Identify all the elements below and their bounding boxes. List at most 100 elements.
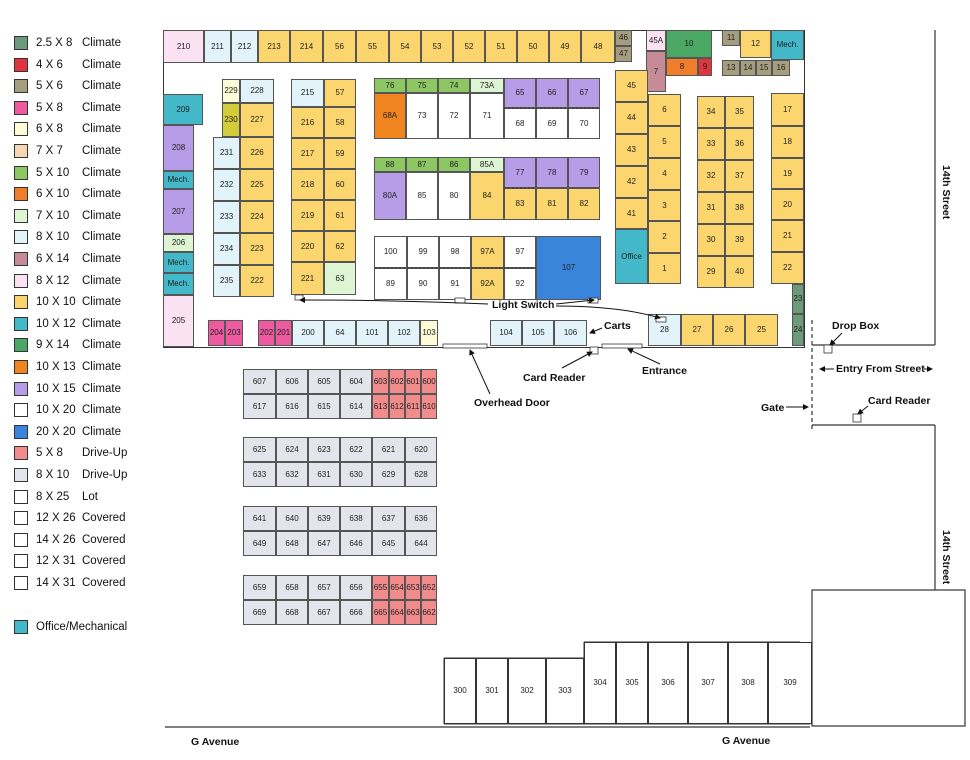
storage-unit: 664: [389, 600, 405, 625]
storage-unit: 27: [681, 314, 713, 346]
storage-unit: 16: [772, 60, 790, 76]
storage-unit: 68A: [374, 93, 406, 139]
legend-swatch: [14, 165, 28, 180]
light-switch-label: Light Switch: [492, 299, 555, 311]
storage-unit: 615: [308, 394, 340, 419]
storage-unit: 629: [372, 462, 405, 487]
legend-size: 8 X 10: [36, 469, 70, 481]
storage-unit: 100: [374, 236, 407, 268]
storage-unit: 4: [648, 158, 681, 190]
storage-unit: 24: [792, 314, 804, 346]
storage-unit: 656: [340, 575, 372, 600]
storage-unit: 73A: [470, 78, 504, 93]
storage-unit: 73: [406, 93, 438, 139]
storage-unit: 86: [438, 157, 470, 172]
legend-type: Climate: [82, 382, 121, 395]
storage-unit: 224: [240, 201, 274, 233]
storage-unit: 9: [698, 58, 712, 76]
storage-unit: 77: [504, 157, 536, 188]
legend-type: Climate: [82, 166, 121, 179]
storage-unit: 42: [615, 166, 648, 198]
storage-unit: 87: [406, 157, 438, 172]
storage-unit: 657: [308, 575, 340, 600]
storage-unit: 80: [438, 172, 470, 220]
storage-unit: 12: [740, 30, 771, 58]
legend-size: 6 X 14: [36, 253, 70, 265]
storage-unit: 222: [240, 265, 274, 297]
storage-unit: 652: [421, 575, 437, 600]
storage-unit: 46: [615, 30, 632, 46]
storage-unit: 56: [323, 30, 356, 63]
storage-unit: 301: [476, 658, 508, 724]
storage-unit: 3: [648, 190, 681, 221]
legend-swatch: [14, 295, 28, 310]
legend-type: Climate: [82, 274, 121, 287]
storage-unit: 58: [324, 107, 356, 138]
storage-unit: 638: [340, 506, 372, 531]
storage-unit: 205: [163, 295, 194, 347]
legend-swatch: [14, 187, 28, 202]
legend-size: 10 X 13: [36, 361, 76, 373]
storage-unit: 98: [439, 236, 471, 268]
storage-unit: 640: [276, 506, 308, 531]
storage-unit: 55: [356, 30, 389, 63]
storage-unit: 62: [324, 231, 356, 262]
legend-swatch: [14, 489, 28, 504]
storage-unit: 216: [291, 107, 324, 138]
storage-unit: 74: [438, 78, 470, 93]
storage-unit: 653: [405, 575, 421, 600]
legend-type: Climate: [82, 339, 121, 352]
storage-unit: 669: [243, 600, 276, 625]
gate-label: Gate: [761, 402, 785, 414]
storage-unit: 667: [308, 600, 340, 625]
storage-unit: 36: [725, 128, 754, 160]
storage-unit: 613: [372, 394, 389, 419]
legend-type: Covered: [82, 533, 126, 546]
storage-unit: 225: [240, 169, 274, 201]
storage-unit: 230: [222, 103, 240, 137]
storage-unit: 207: [163, 189, 194, 234]
legend-office-label: Office/Mechanical: [36, 621, 128, 633]
storage-unit: 11: [722, 30, 740, 46]
storage-unit: 200: [292, 320, 324, 346]
legend-size: 5 X 8: [36, 447, 63, 460]
storage-unit: 81: [536, 188, 568, 220]
storage-unit: 636: [405, 506, 437, 531]
street-label-14th-top: 14th Street: [940, 165, 952, 220]
storage-unit: 223: [240, 233, 274, 265]
legend-size: 8 X 12: [36, 274, 70, 287]
legend-type: Climate: [82, 361, 121, 373]
legend-size: 9 X 14: [36, 339, 70, 352]
storage-unit: 70: [568, 108, 600, 139]
storage-unit: 231: [213, 137, 240, 169]
storage-unit: 66: [536, 78, 568, 108]
legend-type: Climate: [82, 231, 121, 244]
storage-unit: 26: [713, 314, 745, 346]
storage-unit: 52: [453, 30, 485, 63]
storage-unit: 620: [405, 437, 437, 462]
legend-swatch: [14, 338, 28, 353]
storage-unit: 85: [406, 172, 438, 220]
storage-unit: 641: [243, 506, 276, 531]
legend-type: Lot: [82, 490, 98, 503]
legend-type: Climate: [82, 80, 121, 93]
storage-unit: 213: [258, 30, 290, 63]
storage-unit: 637: [372, 506, 405, 531]
storage-unit: 622: [340, 437, 372, 462]
storage-unit: 639: [308, 506, 340, 531]
legend-swatch: [14, 532, 28, 547]
storage-unit: 30: [697, 224, 725, 256]
storage-unit: 63: [324, 262, 356, 295]
legend-type: Climate: [82, 317, 121, 330]
storage-unit: 218: [291, 169, 324, 200]
storage-unit: 663: [405, 600, 421, 625]
storage-unit: 628: [405, 462, 437, 487]
legend-size: 5 X 8: [36, 101, 63, 114]
storage-unit: 630: [340, 462, 372, 487]
legend-swatch: [14, 576, 28, 590]
legend-type: Climate: [82, 425, 121, 438]
storage-unit: 219: [291, 200, 324, 231]
legend-type: Covered: [82, 555, 126, 568]
storage-unit: 54: [389, 30, 421, 63]
storage-unit: 92A: [471, 268, 504, 300]
